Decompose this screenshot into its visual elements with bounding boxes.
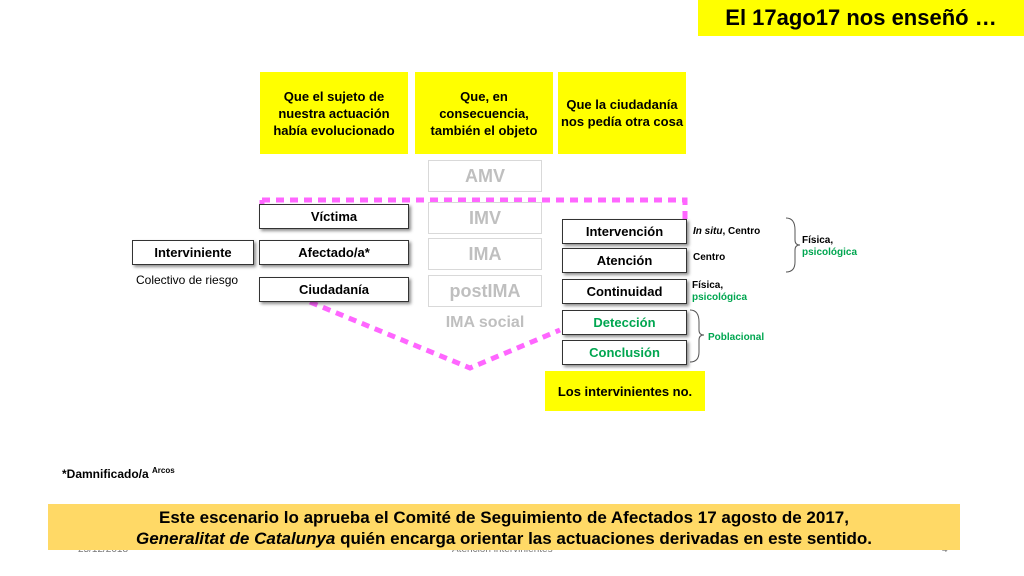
middle-imv: IMV <box>428 202 542 234</box>
footer-line1: Este escenario lo aprueba el Comité de S… <box>159 508 849 527</box>
right-conclusion: Conclusión <box>562 340 687 365</box>
footer-line2-italic: Generalitat de Catalunya <box>136 529 336 548</box>
right-intervencion: Intervención <box>562 219 687 244</box>
footnote-main: *Damnificado/a <box>62 467 153 481</box>
header-citizens: Que la ciudadanía nos pedía otra cosa <box>558 72 686 154</box>
note-insitu-rest: , Centro <box>722 226 761 237</box>
footnote: *Damnificado/a Arcos <box>62 466 282 481</box>
brace-fisica-line1: Física, <box>802 235 834 246</box>
footer-banner: Este escenario lo aprueba el Comité de S… <box>48 504 960 550</box>
footnote-sup: Arcos <box>152 466 175 475</box>
note-insitu: In situ, Centro <box>693 226 793 238</box>
note-fisica-line1: Física, <box>692 280 724 291</box>
subject-victima: Víctima <box>259 204 409 229</box>
subject-afectado: Afectado/a* <box>259 240 409 265</box>
note-centro: Centro <box>693 252 726 263</box>
header-object: Que, en consecuencia, también el objeto <box>415 72 553 154</box>
middle-ima-social: IMA social <box>445 314 525 331</box>
colectivo-label: Colectivo de riesgo <box>136 273 239 287</box>
right-continuidad: Continuidad <box>562 279 687 304</box>
brace-note-fisica: Física, psicológica <box>802 235 892 259</box>
footer-line2: Generalitat de Catalunya quién encarga o… <box>48 528 960 549</box>
note-poblacional: Poblacional <box>708 332 765 343</box>
bottom-note: Los intervinientes no. <box>545 371 705 411</box>
middle-amv: AMV <box>428 160 542 192</box>
slide-title: El 17ago17 nos enseñó … <box>698 0 1024 36</box>
right-atencion: Atención <box>562 248 687 273</box>
footer-line2-rest: quién encarga orientar las actuaciones d… <box>335 529 872 548</box>
note-fisica: Física, psicológica <box>692 280 782 304</box>
middle-ima: IMA <box>428 238 542 270</box>
middle-postima: postIMA <box>428 275 542 307</box>
subject-ciudadania: Ciudadanía <box>259 277 409 302</box>
note-fisica-line2: psicológica <box>692 292 748 303</box>
right-deteccion: Detección <box>562 310 687 335</box>
interviniente-box: Interviniente <box>132 240 254 265</box>
header-subject: Que el sujeto de nuestra actuación había… <box>260 72 408 154</box>
note-insitu-italic: In situ <box>693 226 723 237</box>
brace-fisica-line2: psicológica <box>802 247 858 258</box>
